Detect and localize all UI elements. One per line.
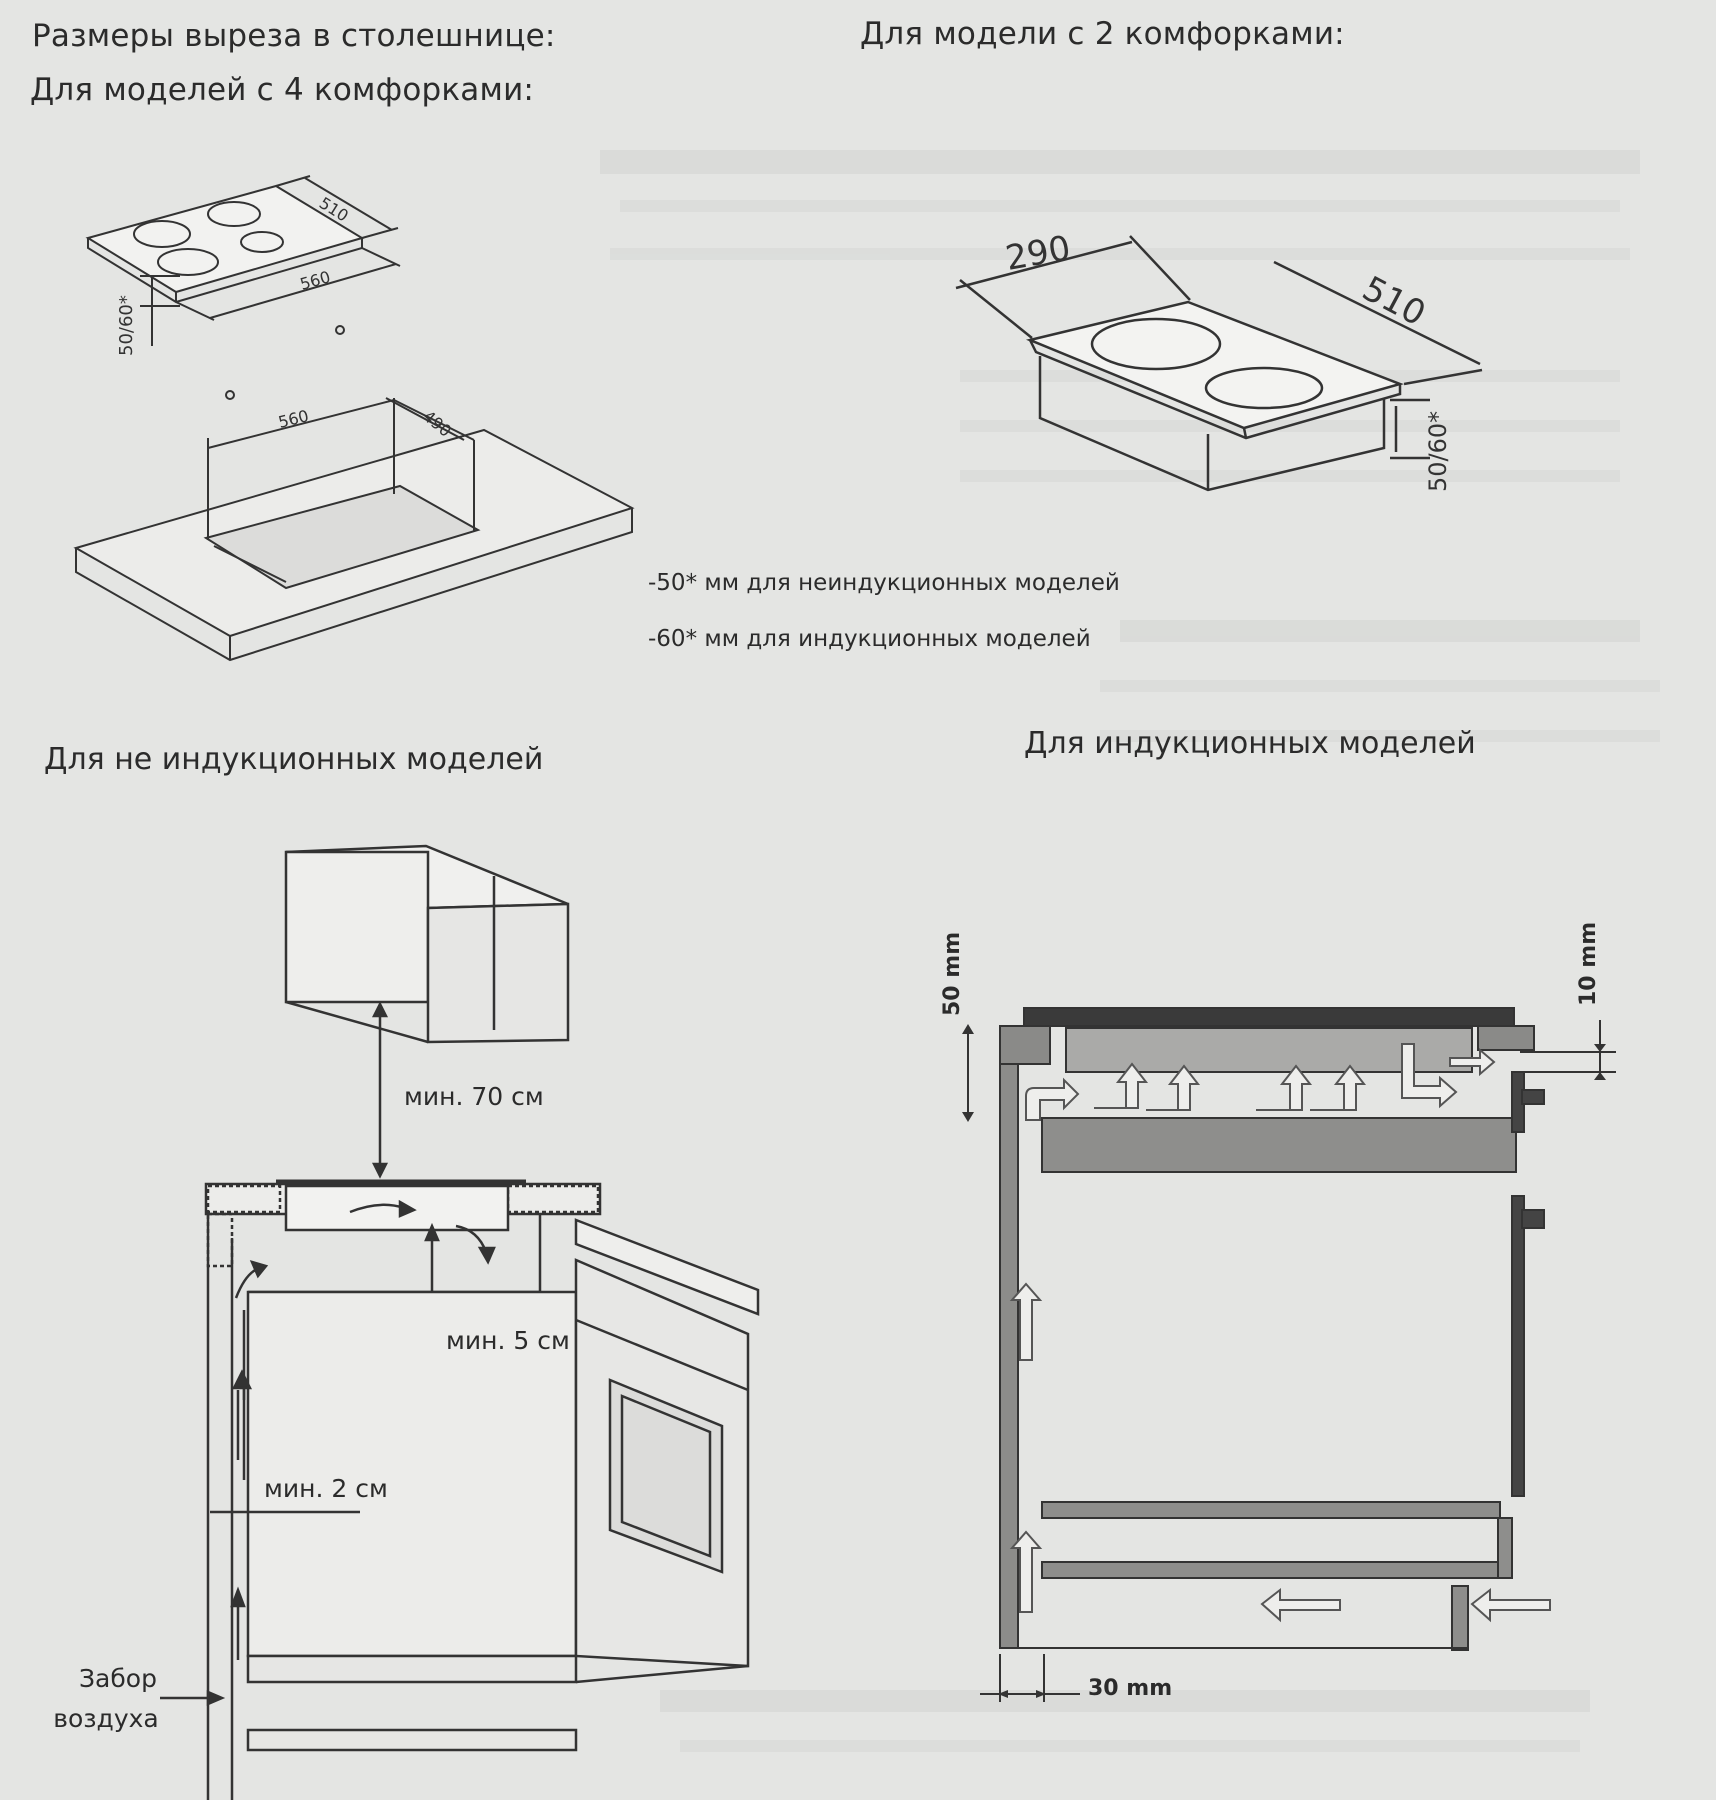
non-induction-section-title: Для не индукционных моделей bbox=[44, 742, 544, 777]
induction-section-title: Для индукционных моделей bbox=[1024, 726, 1476, 761]
gap-50-label: 50 mm bbox=[940, 931, 965, 1016]
air-intake-label-1: Забор bbox=[79, 1664, 157, 1693]
two-burner-title: Для модели с 2 комфорками: bbox=[860, 16, 1345, 52]
note-non-induction: -50* мм для неиндукционных моделей bbox=[648, 570, 1120, 596]
dim-height-label-2: 50/60* bbox=[1424, 411, 1452, 492]
gap-30-label: 30 mm bbox=[1088, 1676, 1173, 1701]
min-5-label: мин. 5 см bbox=[446, 1326, 570, 1355]
min-70-label: мин. 70 см bbox=[404, 1082, 544, 1111]
four-burner-title: Для моделей с 4 комфорками: bbox=[30, 72, 535, 108]
cutout-title: Размеры выреза в столешнице: bbox=[32, 18, 556, 54]
gap-10-label: 10 mm bbox=[1576, 921, 1601, 1006]
air-intake-label-2: воздуха bbox=[53, 1704, 159, 1733]
min-2-label: мин. 2 см bbox=[264, 1474, 388, 1503]
dim-height-label: 50/60* bbox=[116, 295, 137, 356]
note-induction: -60* мм для индукционных моделей bbox=[648, 626, 1091, 652]
